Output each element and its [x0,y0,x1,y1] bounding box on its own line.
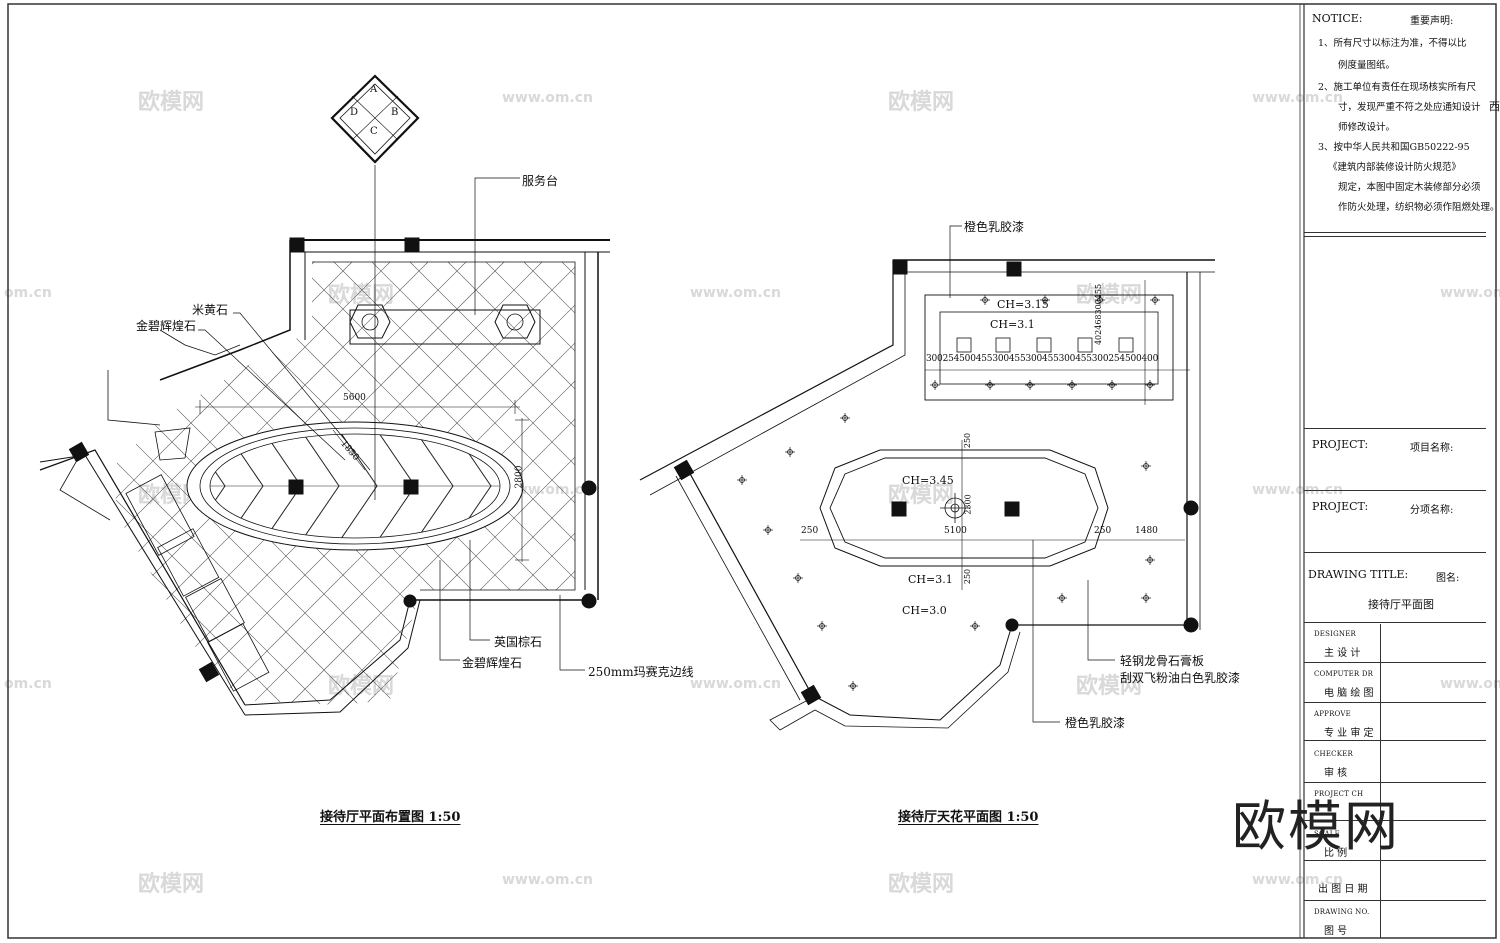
notice-line: 作防火处理，纺织物必须作阻燃处理。 [1338,202,1500,213]
watermark: 欧模网 [138,872,205,897]
row-en: SCALE [1314,830,1340,838]
label-gypsum-2: 刮双飞粉油白色乳胶漆 [1120,671,1241,685]
project-label-1: PROJECT: [1312,438,1369,451]
sheet-border [7,3,1497,939]
title-block-grid: DESIGNER 主 设 计 COMPUTER DR 电 脑 绘 图 APPRO… [1304,624,1486,938]
dim-oval-height: 2300 [963,494,973,515]
dim-width: 5600 [343,393,366,403]
watermark: 欧模网 [138,90,205,115]
label-gold-stone-top: 金碧辉煌石 [136,319,197,333]
notice-line: 师修改设计。 [1338,122,1396,133]
title-block: NOTICE: 重要声明: 1、所有尺寸以标注为准，不得以比 例度量图纸。 2、… [1304,6,1500,938]
label-orange-paint-bottom: 橙色乳胶漆 [1065,716,1126,730]
notice-line: 2、施工单位有责任在现场核实所有尺 [1318,82,1477,93]
dim-side-left: 250 [801,526,819,536]
label-beige-stone: 米黄石 [192,303,229,317]
drawing-title-label: DRAWING TITLE: [1308,568,1409,581]
row-cn: 审 核 [1324,768,1348,779]
watermark: om.cn [4,285,52,301]
watermark: www.om.cn [690,676,782,692]
dim-height: 2800 [514,465,525,489]
compass-letter-d: D [350,107,359,118]
watermark: www.om.cn [690,285,782,301]
watermark: www.om.cn [1440,285,1500,301]
watermark: 欧模网 [1076,674,1143,699]
label-ch-315: CH=3.15 [997,298,1049,311]
notice-cn: 重要声明: [1410,16,1454,27]
row-cn: 比 例 [1324,848,1348,859]
label-gypsum-1: 轻钢龙骨石膏板 [1120,654,1205,668]
compass-letter-a: A [370,84,378,95]
row-en: CHECKER [1314,750,1353,758]
dim-side-right: 250 [1094,526,1112,536]
drawing-title-right: 接待厅天花平面图 1:50 [898,810,1039,825]
row-en: DESIGNER [1314,630,1356,638]
edge-mark: 西 [1489,100,1500,113]
watermark: 欧模网 [328,674,395,699]
label-ch-345: CH=3.45 [902,474,954,487]
dim-bottom-offset: 250 [963,568,973,585]
watermark: www.om.cn [1252,90,1344,106]
dim-col: 402468300455 [1094,283,1104,346]
row-en: APPROVE [1314,710,1351,718]
watermark: www.om.cn [1252,872,1344,888]
dim-top-offset: 250 [963,432,973,449]
watermark: 欧模网 [888,872,955,897]
dim-side-far: 1480 [1135,526,1158,536]
notice-line: 《建筑内部装修设计防火规范》 [1328,162,1462,173]
project-cn-1: 项目名称: [1410,443,1454,454]
notice-line: 1、所有尺寸以标注为准，不得以比 [1318,38,1467,49]
drawing-name: 接待厅平面图 [1368,598,1434,611]
row-cn: 专 业 审 定 [1324,728,1374,739]
big-watermark: 欧模网 [1232,795,1400,858]
watermark: www.om.cn [502,482,594,498]
dim-row: 3002545004553004553004553004553002545004… [926,354,1159,364]
row-en: DRAWING NO. [1314,908,1370,916]
notice-label: NOTICE: [1312,12,1363,25]
compass-letter-c: C [370,126,378,137]
drawing-title-left: 接待厅平面布置图 1:50 [320,810,461,825]
notice-line: 规定，本图中固定木装修部分必须 [1338,182,1481,193]
watermark: www.om.cn [1252,482,1344,498]
label-gold-stone-bottom: 金碧辉煌石 [462,656,523,670]
label-british-brown: 英国棕石 [494,635,543,649]
dim-oval-width: 5100 [944,526,967,536]
project-label-2: PROJECT: [1312,500,1369,513]
label-ch-31-mid: CH=3.1 [908,573,953,586]
watermark: www.om.cn [502,90,594,106]
row-cn: 电 脑 绘 图 [1324,688,1374,699]
row-cn: 主 设 计 [1324,648,1361,659]
project-cn-2: 分项名称: [1410,505,1454,516]
notice-line: 寸，发现严重不符之处应通知设计 [1338,102,1481,113]
row-en: COMPUTER DR [1314,670,1374,678]
label-orange-paint-top: 橙色乳胶漆 [964,220,1025,234]
label-mosaic-border: 250mm玛赛克边线 [588,665,694,679]
watermark: 欧模网 [1076,283,1143,308]
notice-line: 3、按中华人民共和国GB50222-95 [1318,142,1470,153]
notice-line: 例度量图纸。 [1338,60,1396,71]
row-en: PROJECT CH [1314,790,1364,798]
label-service-counter: 服务台 [522,174,559,188]
label-ch-31-top: CH=3.1 [990,318,1035,331]
row-cn: 图 号 [1324,926,1348,937]
watermark: www.om.cn [502,872,594,888]
ceiling-plan [639,225,1215,731]
compass-letter-b: B [391,107,399,118]
watermark: om.cn [4,676,52,692]
label-ch-30: CH=3.0 [902,604,947,617]
watermark: www.om.cn [1440,676,1500,692]
watermark: 欧模网 [328,283,395,308]
floor-plan [39,74,610,716]
drawing-title-cn: 图名: [1436,573,1460,584]
row-cn: 出 图 日 期 [1318,884,1368,895]
watermark: 欧模网 [888,90,955,115]
